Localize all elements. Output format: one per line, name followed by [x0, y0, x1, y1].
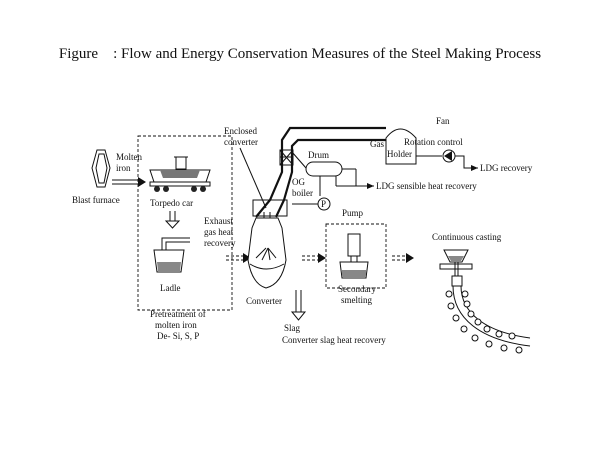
gas-holder-icon	[385, 128, 417, 165]
torpedo-car-label: Torpedo car	[150, 198, 193, 208]
desulf-label: De- Si, S, P	[157, 331, 199, 341]
ldg-sensible-label: LDG sensible heat recovery	[376, 181, 477, 191]
exhaust-label-2: gas heat	[204, 227, 234, 237]
exhaust-label-1: Exhaust	[204, 216, 233, 226]
ladle-label: Ladle	[160, 283, 181, 293]
to-converter-arrow	[226, 253, 251, 263]
pretreatment-label-2: molten iron	[155, 320, 197, 330]
fan-icon	[442, 149, 456, 163]
blast-furnace-label: Blast furnace	[72, 195, 120, 205]
secondary-label-1: Secondary	[338, 284, 376, 294]
og-boiler-label-2: boiler	[292, 188, 313, 198]
to-casting-arrow	[392, 253, 414, 263]
converter-label: Converter	[246, 296, 282, 306]
ldg-recovery-arrow	[455, 155, 478, 171]
secondary-smelting-box	[325, 223, 387, 289]
pump-label: Pump	[342, 208, 364, 218]
rotation-control-label: Rotation control	[404, 137, 463, 147]
continuous-casting-icon	[439, 249, 531, 354]
slag-arrow	[290, 290, 307, 321]
converter-vessel-icon	[247, 212, 287, 289]
drum-icon	[305, 161, 343, 177]
gas-label: Gas	[370, 139, 384, 149]
holder-label: Holder	[387, 149, 412, 159]
torpedo-to-ladle-arrow	[164, 211, 181, 229]
pretreatment-label-1: Pretreatment of	[150, 309, 206, 319]
exhaust-label-3: recovery	[204, 238, 236, 248]
slag-label: Slag	[284, 323, 301, 333]
to-secondary-arrow	[302, 253, 326, 263]
fan-label: Fan	[436, 116, 450, 126]
pretreatment-box	[137, 135, 233, 311]
blast-furnace-icon	[91, 149, 111, 188]
slag-heat-label: Converter slag heat recovery	[282, 335, 386, 345]
enclosed-converter-label-2: converter	[224, 137, 258, 147]
iron-flow-arrow	[112, 177, 146, 187]
figure-title: Figure : Flow and Energy Conservation Me…	[58, 46, 542, 62]
og-boiler-label-1: OG	[292, 177, 305, 187]
enclosed-converter-label-1: Enclosed	[224, 126, 257, 136]
molten-iron-label-2: iron	[116, 163, 131, 173]
ldg-recovery-label: LDG recovery	[480, 163, 533, 173]
molten-iron-label-1: Molten	[116, 152, 142, 162]
torpedo-car-icon	[149, 156, 211, 192]
pump-symbol: P	[321, 199, 326, 209]
secondary-label-2: smelting	[341, 295, 372, 305]
continuous-casting-label: Continuous casting	[432, 232, 502, 242]
drum-label: Drum	[308, 150, 329, 160]
secondary-smelting-icon	[339, 233, 369, 279]
ladle-icon	[153, 237, 190, 273]
